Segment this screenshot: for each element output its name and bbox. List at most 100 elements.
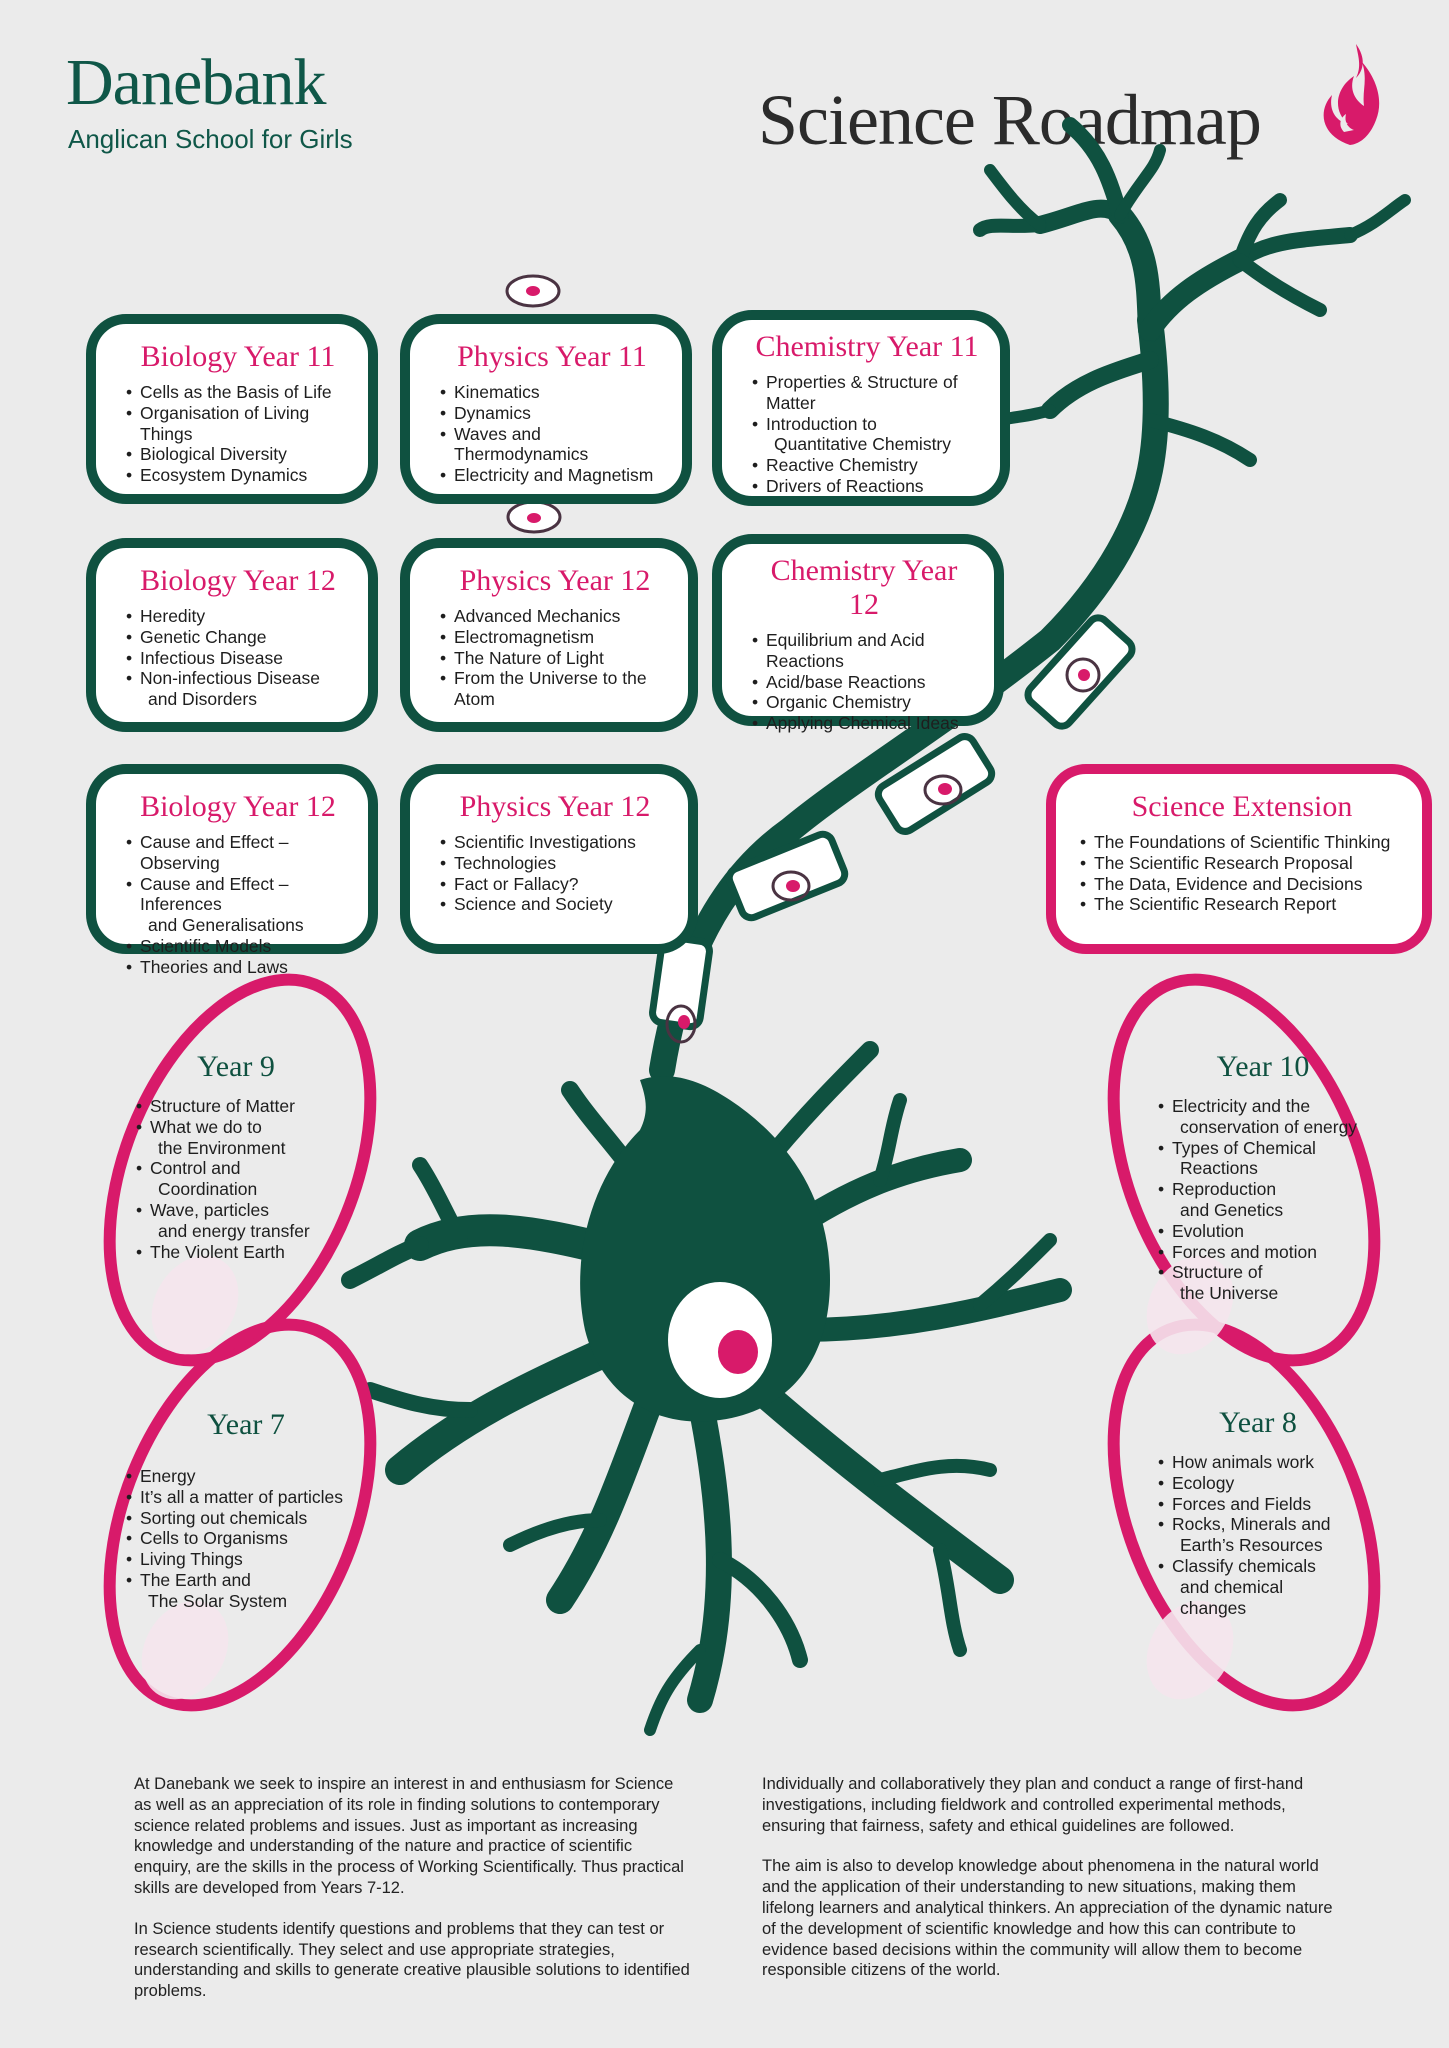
list-item: Biological Diversity [126, 444, 350, 465]
list-item: Drivers of Reactions [752, 476, 982, 497]
list-item: Electromagnetism [440, 627, 670, 648]
list-item: Reproduction [1158, 1179, 1368, 1200]
card-title: Physics Year 12 [459, 790, 651, 823]
list-item: Sorting out chemicals [126, 1508, 366, 1529]
card-title: Biology Year 12 [140, 790, 336, 823]
list-item: The Foundations of Scientific Thinking [1080, 832, 1404, 853]
flame-logo-icon [1323, 44, 1380, 145]
list-item: Forces and motion [1158, 1242, 1368, 1263]
list-item: What we do to [136, 1117, 336, 1138]
list-item: Wave, particles [136, 1200, 336, 1221]
list-item: Waves and Thermodynamics [440, 424, 664, 466]
list-item: Reactive Chemistry [752, 455, 982, 476]
intro-paragraph: Individually and collaboratively they pl… [762, 1775, 1304, 1835]
oval-title: Year 7 [207, 1408, 285, 1441]
list-item: Dynamics [440, 403, 664, 424]
list-item: From the Universe to the Atom [440, 668, 670, 710]
intro-paragraph: In Science students identify questions a… [134, 1919, 690, 2001]
list-item: Rocks, Minerals and [1158, 1514, 1358, 1535]
list-item: Non-infectious Disease [126, 668, 350, 689]
list-item: and Genetics [1180, 1199, 1284, 1220]
card-chemistry-year-11: Chemistry Year 11 Properties & Structure… [712, 310, 1010, 506]
list-item: The Data, Evidence and Decisions [1080, 874, 1404, 895]
list-item: Cells as the Basis of Life [126, 382, 350, 403]
list-item: and Generalisations [148, 915, 304, 936]
list-item: The Scientific Research Report [1080, 894, 1404, 915]
card-physics-year-12-working-scientifically: Physics Year 12 Scientific Investigation… [400, 764, 698, 954]
year-10-oval: Year 10 Electricity and the conservation… [1158, 1050, 1368, 1304]
list-item: Quantitative Chemistry [774, 434, 952, 455]
list-item: Science and Society [440, 894, 670, 915]
list-item: and Disorders [148, 689, 257, 710]
list-item: It’s all a matter of particles [126, 1487, 366, 1508]
list-item: Organisation of Living Things [126, 403, 350, 445]
list-item: Coordination [158, 1179, 258, 1200]
card-physics-year-12: Physics Year 12 Advanced Mechanics Elect… [400, 538, 698, 732]
list-item: Ecosystem Dynamics [126, 465, 350, 486]
list-item: The Nature of Light [440, 648, 670, 669]
list-item: Electricity and the [1158, 1096, 1368, 1117]
list-item: Electricity and Magnetism [440, 465, 664, 486]
card-biology-year-12: Biology Year 12 Heredity Genetic Change … [86, 538, 378, 732]
card-biology-year-11: Biology Year 11 Cells as the Basis of Li… [86, 314, 378, 504]
list-item: Evolution [1158, 1221, 1368, 1242]
list-item: Kinematics [440, 382, 664, 403]
list-item: Advanced Mechanics [440, 606, 670, 627]
intro-right-column: Individually and collaboratively they pl… [762, 1774, 1338, 2001]
list-item: and chemical [1180, 1576, 1284, 1597]
list-item: Structure of Matter [136, 1096, 336, 1117]
list-item: the Universe [1180, 1283, 1279, 1304]
intro-left-column: At Danebank we seek to inspire an intere… [134, 1774, 694, 2022]
list-item: Classify chemicals [1158, 1556, 1358, 1577]
list-item: The Solar System [148, 1590, 288, 1611]
list-item: Introduction to [752, 414, 982, 435]
list-item: Acid/base Reactions [752, 672, 976, 693]
list-item: changes [1180, 1597, 1247, 1618]
list-item: Applying Chemical Ideas [752, 713, 976, 734]
oval-title: Year 8 [1219, 1406, 1297, 1439]
year-7-oval: Year 7 Energy It’s all a matter of parti… [126, 1408, 366, 1612]
list-item: Technologies [440, 853, 670, 874]
list-item: Cause and Effect – Observing [126, 832, 350, 874]
list-item: The Violent Earth [136, 1242, 336, 1263]
brand-subtitle: Anglican School for Girls [68, 124, 353, 154]
card-title: Physics Year 12 [459, 564, 651, 597]
oval-title: Year 10 [1216, 1050, 1310, 1083]
list-item: The Earth and [126, 1570, 366, 1591]
page-title: Science Roadmap [758, 80, 1262, 160]
list-item: Types of Chemical [1158, 1138, 1368, 1159]
card-physics-year-11: Physics Year 11 Kinematics Dynamics Wave… [400, 314, 692, 504]
list-item: Heredity [126, 606, 350, 627]
list-item: Structure of [1158, 1262, 1368, 1283]
card-science-extension: Science Extension The Foundations of Sci… [1046, 764, 1432, 954]
list-item: The Scientific Research Proposal [1080, 853, 1404, 874]
list-item: Forces and Fields [1158, 1494, 1358, 1515]
list-item: Reactions [1180, 1158, 1258, 1179]
list-item: Fact or Fallacy? [440, 874, 670, 895]
intro-paragraph: The aim is also to develop knowledge abo… [762, 1857, 1333, 1980]
card-chemistry-year-12: Chemistry Year 12 Equilibrium and Acid R… [712, 534, 1004, 734]
intro-paragraph: At Danebank we seek to inspire an intere… [134, 1775, 684, 1897]
list-item: and energy transfer [158, 1220, 310, 1241]
oval-title: Year 9 [197, 1050, 275, 1083]
list-item: Scientific Investigations [440, 832, 670, 853]
list-item: Control and [136, 1158, 336, 1179]
brand-name: Danebank [66, 46, 327, 119]
list-item: Infectious Disease [126, 648, 350, 669]
list-item: Energy [126, 1466, 366, 1487]
card-title: Chemistry Year 12 [770, 554, 958, 621]
list-item: Living Things [126, 1549, 366, 1570]
list-item: Cause and Effect – Inferences [126, 874, 350, 916]
card-title: Biology Year 12 [140, 564, 336, 597]
list-item: Properties & Structure of Matter [752, 372, 982, 414]
list-item: Scientific Models [126, 936, 350, 957]
list-item: Theories and Laws [126, 957, 350, 978]
list-item: Organic Chemistry [752, 692, 976, 713]
list-item: Cells to Organisms [126, 1528, 366, 1549]
card-title: Science Extension [1131, 790, 1353, 823]
year-9-oval: Year 9 Structure of Matter What we do to… [136, 1050, 336, 1262]
card-title: Biology Year 11 [140, 340, 336, 373]
card-title: Physics Year 11 [457, 340, 647, 373]
list-item: conservation of energy [1180, 1116, 1358, 1137]
